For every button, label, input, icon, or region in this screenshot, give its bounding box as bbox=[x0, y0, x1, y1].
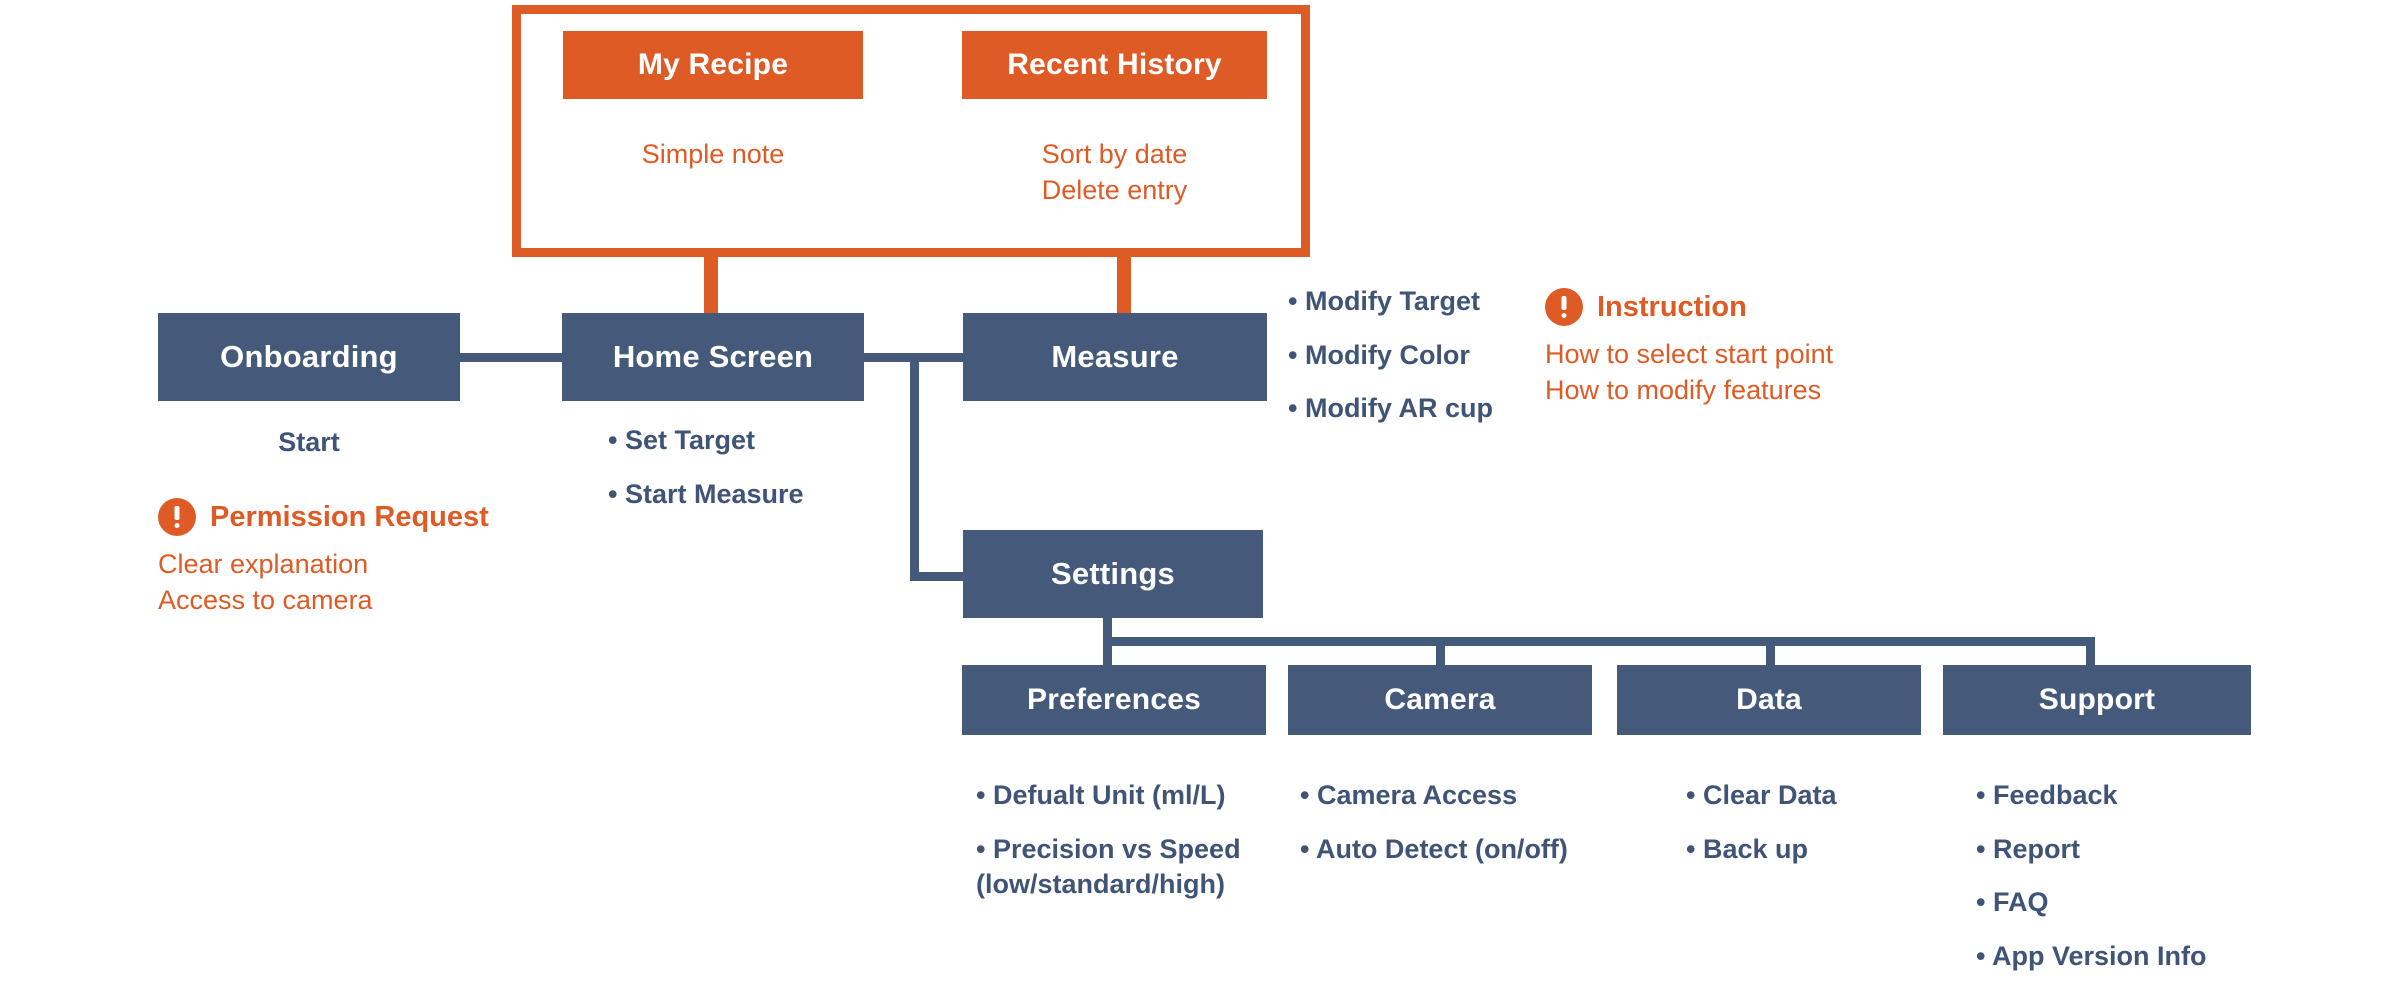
list-item: • App Version Info bbox=[1976, 940, 2207, 971]
list-item: • Report bbox=[1976, 833, 2080, 864]
list-item: • Auto Detect (on/off) bbox=[1300, 833, 1568, 864]
callout-instruction-lines: How to select start point How to modify … bbox=[1545, 336, 1833, 409]
list-item: Simple note bbox=[641, 139, 785, 169]
callout-permission-request-lines: Clear explanation Access to camera bbox=[158, 546, 489, 619]
exclamation-circle-icon bbox=[1545, 288, 1583, 326]
node-measure[interactable]: Measure bbox=[963, 313, 1267, 401]
node-settings[interactable]: Settings bbox=[963, 530, 1263, 618]
edge-settings-to-preferences-vertical bbox=[1103, 637, 1112, 666]
node-onboarding-items: Start bbox=[158, 425, 460, 461]
list-item: • Camera Access bbox=[1300, 780, 1518, 810]
callout-line: How to modify features bbox=[1545, 375, 1822, 406]
callout-permission-request-title: Permission Request bbox=[210, 500, 489, 533]
node-data-label: Data bbox=[1736, 683, 1802, 716]
node-onboarding[interactable]: Onboarding bbox=[158, 313, 460, 401]
list-item: • Set Target bbox=[608, 425, 755, 455]
list-item: • Modify AR cup bbox=[1288, 393, 1493, 424]
list-item: • Modify Target bbox=[1288, 286, 1480, 316]
callout-permission-request-head: Permission Request bbox=[158, 498, 489, 536]
edge-settings-trunk-vertical bbox=[1103, 617, 1112, 646]
node-data-items: • Clear Data • Back up bbox=[1686, 778, 1986, 867]
node-support-label: Support bbox=[2038, 683, 2156, 716]
edge-group-to-home-screen-vertical bbox=[704, 255, 718, 317]
list-item: • Precision vs Speed (low/standard/high) bbox=[976, 833, 1241, 900]
list-item: • Start Measure bbox=[608, 478, 804, 509]
node-recent-history-items: Sort by date Delete entry bbox=[962, 137, 1267, 208]
list-item: Sort by date bbox=[1041, 139, 1188, 169]
list-item: • Clear Data bbox=[1686, 780, 1837, 810]
node-measure-label: Measure bbox=[1051, 339, 1179, 374]
edge-onboarding-to-home-screen bbox=[459, 353, 567, 362]
edge-settings-to-support-vertical bbox=[2086, 637, 2095, 666]
edge-settings-bus-horizontal bbox=[1103, 637, 2095, 646]
list-item: Start bbox=[278, 427, 340, 457]
node-my-recipe-items: Simple note bbox=[563, 137, 863, 173]
callout-line: Access to camera bbox=[158, 585, 373, 616]
callout-line: Clear explanation bbox=[158, 549, 369, 579]
node-support-items: • Feedback • Report • FAQ • App Version … bbox=[1976, 778, 2306, 975]
node-recent-history-label: Recent History bbox=[1007, 48, 1222, 81]
node-preferences-label: Preferences bbox=[1027, 683, 1201, 716]
node-home-screen-label: Home Screen bbox=[612, 339, 814, 374]
list-item: • Modify Color bbox=[1288, 339, 1470, 370]
list-item: • Defualt Unit (ml/L) bbox=[976, 780, 1226, 810]
node-recent-history[interactable]: Recent History bbox=[962, 31, 1267, 99]
node-preferences[interactable]: Preferences bbox=[962, 665, 1266, 735]
node-preferences-items: • Defualt Unit (ml/L) • Precision vs Spe… bbox=[976, 778, 1296, 903]
list-item: Delete entry bbox=[1041, 174, 1188, 205]
node-measure-items: • Modify Target • Modify Color • Modify … bbox=[1288, 284, 1618, 427]
list-item: • FAQ bbox=[1976, 887, 2049, 918]
node-home-screen[interactable]: Home Screen bbox=[562, 313, 864, 401]
node-camera-items: • Camera Access • Auto Detect (on/off) bbox=[1300, 778, 1630, 867]
edge-settings-to-camera-vertical bbox=[1436, 637, 1445, 666]
node-my-recipe-label: My Recipe bbox=[637, 48, 789, 81]
edge-home-screen-to-settings-horizontal bbox=[910, 572, 966, 581]
node-home-screen-items: • Set Target • Start Measure bbox=[608, 423, 928, 512]
node-camera-label: Camera bbox=[1384, 683, 1496, 716]
edge-group-to-measure-vertical bbox=[1117, 255, 1131, 317]
node-onboarding-label: Onboarding bbox=[220, 339, 398, 374]
node-my-recipe[interactable]: My Recipe bbox=[563, 31, 863, 99]
callout-line: How to select start point bbox=[1545, 339, 1834, 369]
list-item: • Back up bbox=[1686, 833, 1808, 864]
callout-permission-request: Permission Request Clear explanation Acc… bbox=[158, 498, 489, 619]
list-item: • Feedback bbox=[1976, 780, 2118, 810]
callout-instruction-title: Instruction bbox=[1597, 290, 1747, 323]
exclamation-circle-icon bbox=[158, 498, 196, 536]
edge-settings-to-data-vertical bbox=[1766, 637, 1775, 666]
node-data[interactable]: Data bbox=[1617, 665, 1921, 735]
callout-instruction-head: Instruction bbox=[1545, 288, 1833, 326]
callout-instruction: Instruction How to select start point Ho… bbox=[1545, 288, 1833, 409]
edge-home-screen-to-settings-vertical bbox=[910, 353, 919, 581]
node-camera[interactable]: Camera bbox=[1288, 665, 1592, 735]
node-support[interactable]: Support bbox=[1943, 665, 2251, 735]
node-settings-label: Settings bbox=[1051, 556, 1175, 591]
